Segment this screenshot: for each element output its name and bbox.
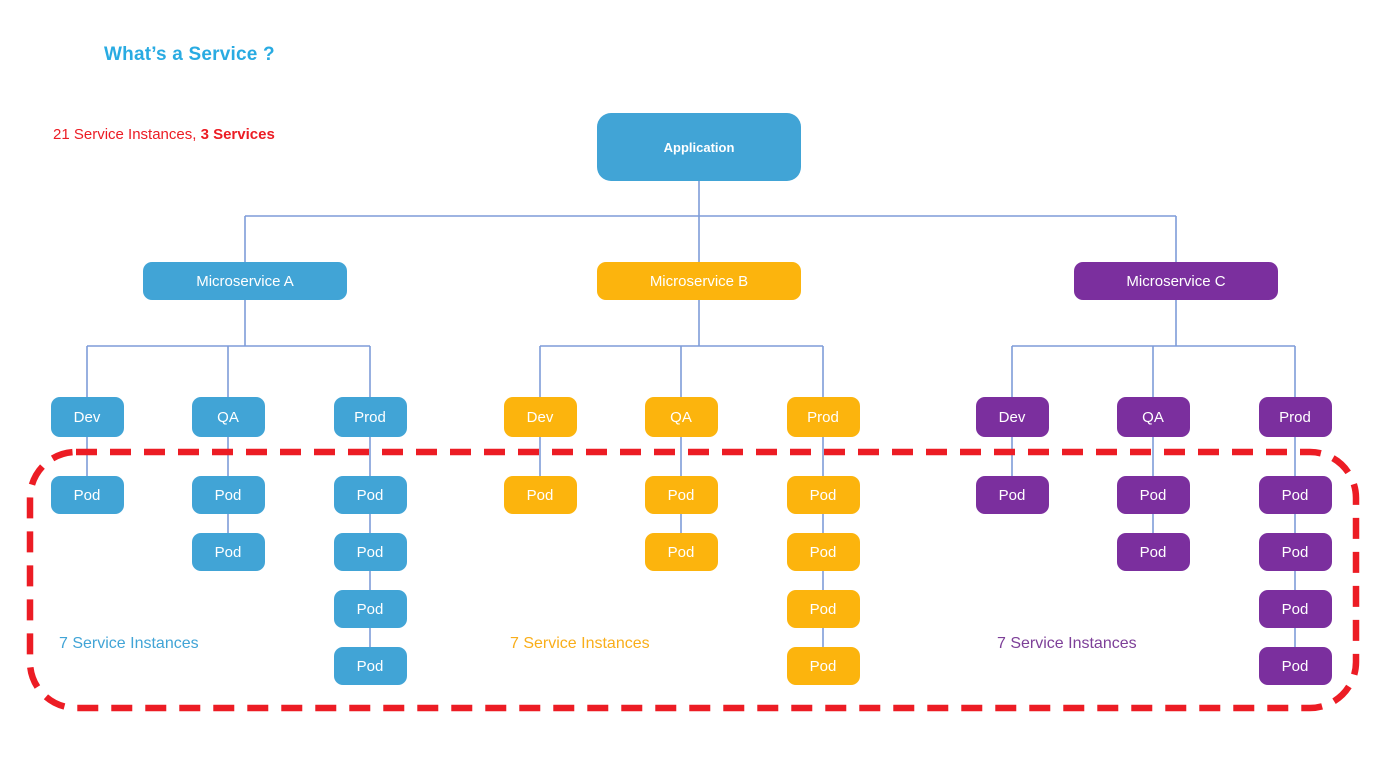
node-pod: Pod <box>333 533 407 571</box>
node-env-qa-microservice-b: QA <box>644 397 718 437</box>
node-pod: Pod <box>1258 590 1332 628</box>
instance-summary: 21 Service Instances, 3 Services <box>53 126 275 143</box>
node-env-dev-microservice-a: Dev <box>50 397 124 437</box>
node-microservice-b: Microservice B <box>597 262 801 300</box>
node-pod: Pod <box>1116 476 1190 514</box>
node-env-qa-microservice-c: QA <box>1116 397 1190 437</box>
node-pod: Pod <box>333 647 407 685</box>
summary-services-text: 3 Services <box>200 126 275 143</box>
node-pod: Pod <box>786 590 860 628</box>
node-env-prod-microservice-b: Prod <box>786 397 860 437</box>
node-env-dev-microservice-c: Dev <box>975 397 1049 437</box>
summary-count-text: 21 Service Instances, <box>53 126 201 143</box>
service-instances-label: 7 Service Instances <box>59 635 199 652</box>
node-pod: Pod <box>786 647 860 685</box>
node-pod: Pod <box>1258 647 1332 685</box>
node-pod: Pod <box>1258 476 1332 514</box>
service-instances-label: 7 Service Instances <box>997 635 1137 652</box>
node-pod: Pod <box>1116 533 1190 571</box>
node-env-qa-microservice-a: QA <box>191 397 265 437</box>
node-pod: Pod <box>975 476 1049 514</box>
node-env-prod-microservice-a: Prod <box>333 397 407 437</box>
node-microservice-c: Microservice C <box>1074 262 1278 300</box>
node-env-prod-microservice-c: Prod <box>1258 397 1332 437</box>
node-pod: Pod <box>503 476 577 514</box>
node-application: Application <box>597 113 801 181</box>
service-instances-label: 7 Service Instances <box>510 635 650 652</box>
node-pod: Pod <box>786 476 860 514</box>
node-pod: Pod <box>191 533 265 571</box>
node-pod: Pod <box>644 533 718 571</box>
node-pod: Pod <box>1258 533 1332 571</box>
node-microservice-a: Microservice A <box>143 262 347 300</box>
node-pod: Pod <box>644 476 718 514</box>
node-pod: Pod <box>786 533 860 571</box>
node-pod: Pod <box>333 476 407 514</box>
node-pod: Pod <box>191 476 265 514</box>
page-title: What’s a Service ? <box>104 44 275 65</box>
node-pod: Pod <box>333 590 407 628</box>
node-env-dev-microservice-b: Dev <box>503 397 577 437</box>
node-pod: Pod <box>50 476 124 514</box>
